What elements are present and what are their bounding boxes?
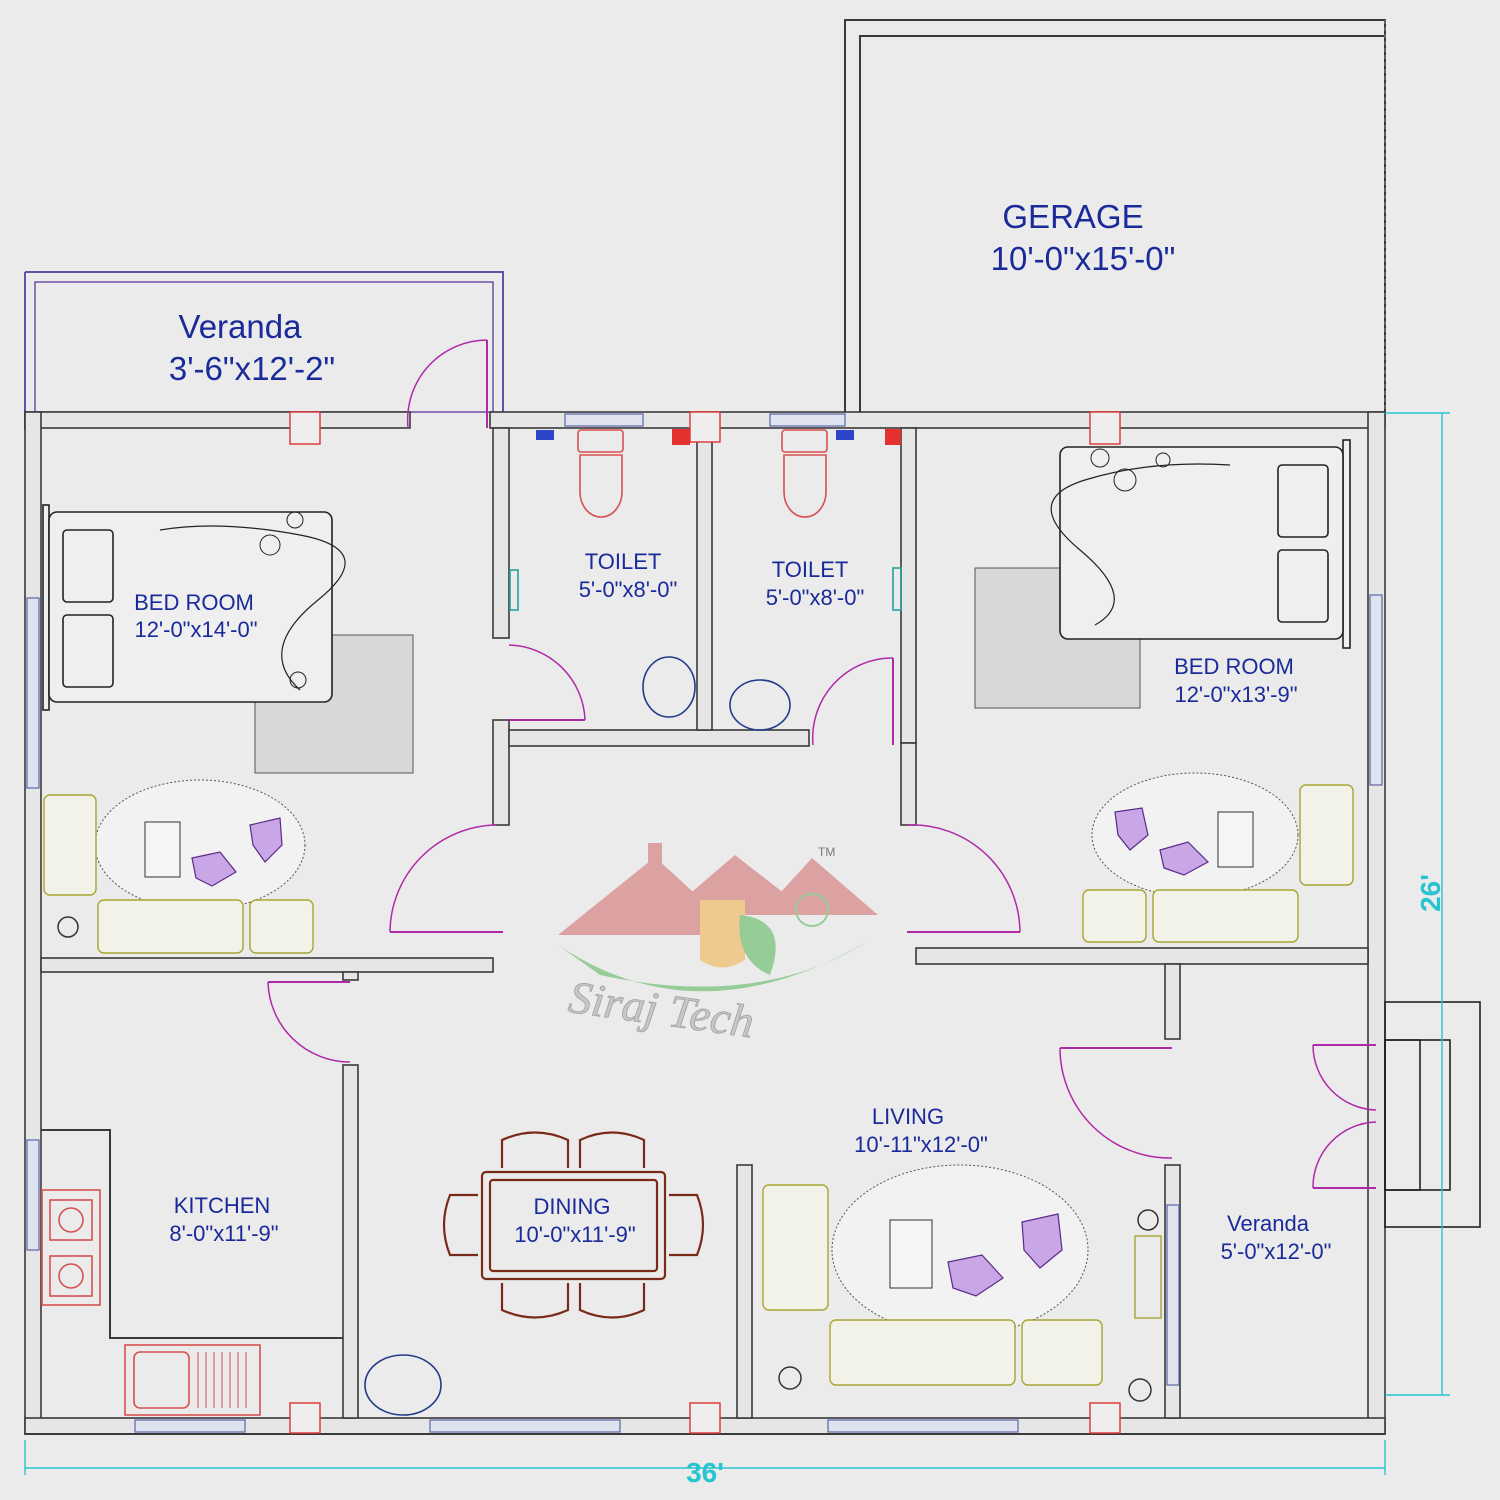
- toilet-2-name: TOILET: [772, 557, 849, 582]
- watermark-tm: TM: [818, 845, 835, 859]
- veranda-top-size: 3'-6"x12'-2": [169, 350, 335, 387]
- bedroom-right-name: BED ROOM: [1174, 654, 1294, 679]
- dining-name: DINING: [534, 1194, 611, 1219]
- watermark-text: Siraj Tech: [566, 971, 757, 1047]
- toilet-1-size: 5'-0"x8'-0": [579, 577, 678, 602]
- veranda-right-size: 5'-0"x12'-0": [1221, 1239, 1332, 1264]
- bedroom-left-name: BED ROOM: [134, 590, 254, 615]
- toilet-1-name: TOILET: [585, 549, 662, 574]
- columns: [289, 411, 1121, 1434]
- windows: [26, 413, 1383, 1433]
- living-size: 10'-11"x12'-0": [854, 1132, 988, 1157]
- veranda-top-name: Veranda: [179, 308, 303, 345]
- doors: [267, 339, 1377, 1189]
- kitchen-size: 8'-0"x11'-9": [169, 1221, 278, 1246]
- watermark-logo: Siraj Tech TM: [558, 843, 878, 1048]
- depth-dimension: 26': [1415, 874, 1446, 912]
- garage-name: GERAGE: [1002, 198, 1143, 235]
- right-bedroom-furniture: [974, 439, 1354, 943]
- garage-size: 10'-0"x15'-0": [991, 240, 1176, 277]
- veranda-right-name: Veranda: [1227, 1211, 1310, 1236]
- living-furniture: [762, 1164, 1162, 1402]
- dining-table: [364, 1131, 705, 1416]
- toilet-fixtures: [509, 429, 902, 731]
- left-bedroom-furniture: [42, 504, 414, 954]
- toilet-2-size: 5'-0"x8'-0": [766, 585, 865, 610]
- living-name: LIVING: [872, 1104, 944, 1129]
- room-labels: GERAGE 10'-0"x15'-0" Veranda 3'-6"x12'-2…: [134, 198, 1331, 1264]
- width-dimension: 36': [686, 1457, 724, 1488]
- kitchen-name: KITCHEN: [174, 1193, 271, 1218]
- garage: [844, 19, 1386, 415]
- entrance-steps: [1384, 1001, 1481, 1228]
- dimension-lines: [24, 412, 1450, 1475]
- bedroom-left-size: 12'-0"x14'-0": [134, 617, 257, 642]
- kitchen-fixtures: [41, 1189, 261, 1416]
- dining-size: 10'-0"x11'-9": [514, 1222, 635, 1247]
- bedroom-right-size: 12'-0"x13'-9": [1174, 682, 1297, 707]
